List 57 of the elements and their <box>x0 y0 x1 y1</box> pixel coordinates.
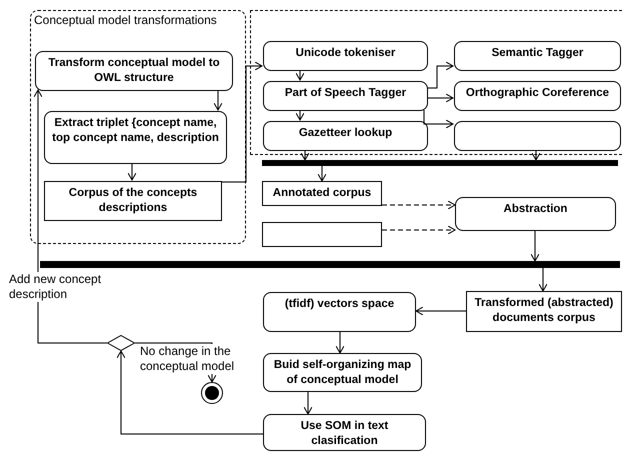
activity-text: Abstraction <box>502 202 568 217</box>
activity-text: Extract triplet {concept name, top concept name, description <box>51 116 220 146</box>
activity-box <box>454 121 621 151</box>
arrow <box>416 306 466 316</box>
activity-box <box>44 111 227 164</box>
activity-text: Transform conceptual model to OWL structure <box>47 56 221 86</box>
arrow <box>296 70 304 80</box>
object-box <box>262 222 382 247</box>
arrow <box>538 268 548 292</box>
arrow <box>336 332 344 354</box>
sync-bar <box>262 160 618 166</box>
activity-text: Orthographic Coreference <box>464 86 610 101</box>
dashed-arrow <box>382 200 456 210</box>
group-title: Conceptual model transformations <box>34 14 217 26</box>
activity-box <box>263 121 428 151</box>
activity-box <box>454 81 621 111</box>
arrow <box>300 150 310 160</box>
activity-text: Buid self-organizing map of conceptual model <box>272 358 412 388</box>
activity-text: Corpus of the concepts descriptions <box>68 186 198 216</box>
arrow <box>220 62 262 182</box>
final-node <box>201 382 223 404</box>
activity-text: Annotated corpus <box>272 186 372 201</box>
arrow <box>304 392 312 414</box>
activity-box <box>35 51 233 91</box>
object-box <box>262 181 382 206</box>
dashed-arrow <box>382 226 456 234</box>
activity-text: Use SOM in text clasification <box>300 419 390 449</box>
arrow <box>34 90 108 344</box>
sync-bar <box>40 261 620 268</box>
activity-text: (tfidf) vectors space <box>284 297 396 312</box>
activity-box <box>455 197 616 231</box>
arrow <box>424 110 454 128</box>
decision-diamond <box>107 335 135 351</box>
object-box <box>44 181 222 221</box>
arrow <box>318 166 326 182</box>
arrow <box>116 350 264 434</box>
activity-text: Unicode tokeniser <box>294 46 396 61</box>
arrow <box>128 162 136 180</box>
arrow <box>296 110 304 120</box>
swimlane-frame <box>250 10 622 155</box>
activity-box <box>263 81 428 111</box>
arrow <box>532 150 540 160</box>
swimlane-frame <box>30 10 246 244</box>
activity-text: Semantic Tagger <box>490 46 584 61</box>
arrow <box>426 62 454 88</box>
activity-box <box>263 41 428 71</box>
arrow <box>426 94 454 102</box>
activity-text: Gazetteer lookup <box>298 126 394 141</box>
activity-box <box>454 41 621 71</box>
activity-text: Transformed (abstracted) documents corpus <box>474 296 614 326</box>
activity-box <box>263 414 426 451</box>
activity-box <box>263 353 422 392</box>
activity-text: Part of Speech Tagger <box>284 86 408 101</box>
arrow <box>214 90 222 110</box>
activity-box <box>263 292 416 332</box>
object-box <box>466 291 622 332</box>
arrow <box>530 230 540 262</box>
